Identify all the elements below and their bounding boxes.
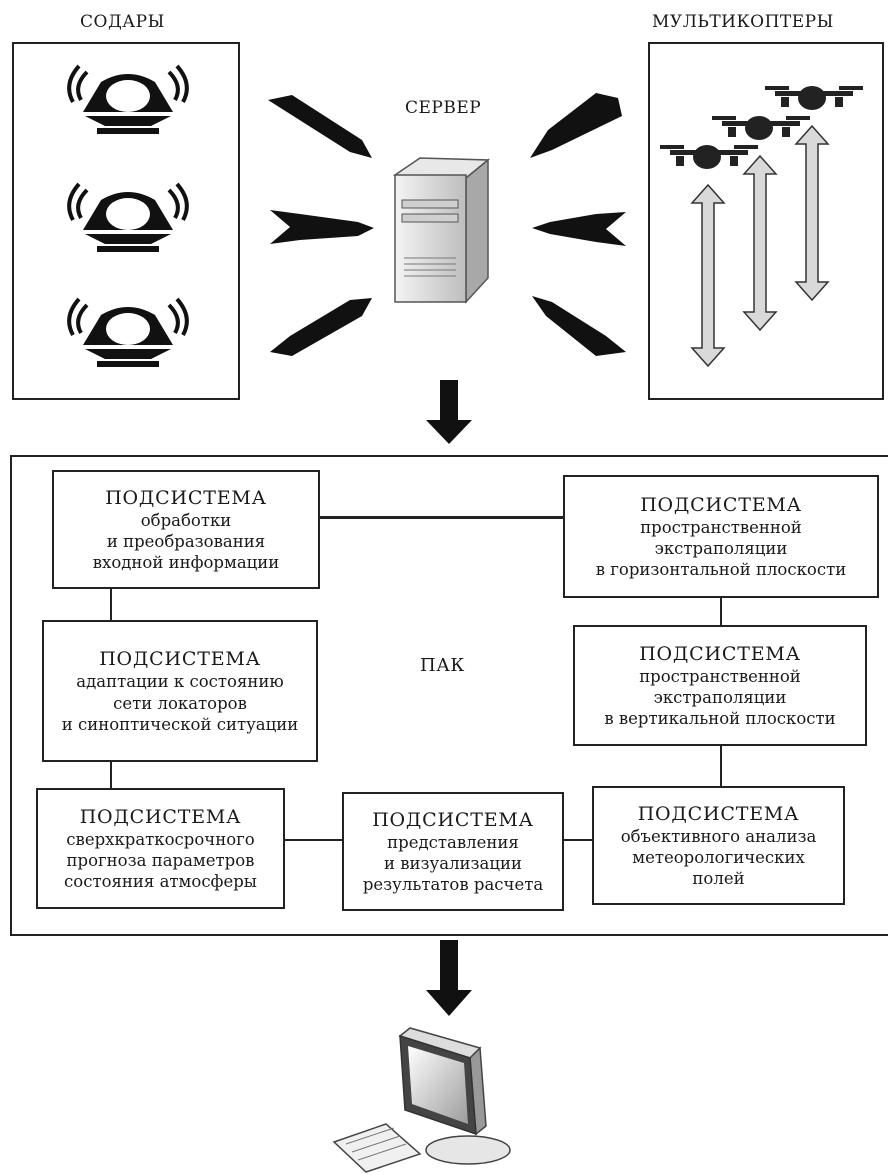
sodar-icon bbox=[67, 64, 189, 134]
subsystem-vertical-extrapolation: ПОДСИСТЕМА пространственной экстраполяци… bbox=[573, 625, 867, 746]
arrow-sodar-to-server bbox=[268, 95, 374, 356]
pak-container bbox=[10, 455, 888, 936]
sodars-label: СОДАРЫ bbox=[80, 12, 165, 32]
subsystem-objective-analysis: ПОДСИСТЕМА объективного анализа метеорол… bbox=[592, 786, 845, 905]
subsystem-visualization: ПОДСИСТЕМА представления и визуализации … bbox=[342, 792, 564, 911]
drone-icon bbox=[712, 116, 810, 140]
connector bbox=[563, 839, 593, 841]
sodar-icon bbox=[67, 297, 189, 367]
connector bbox=[720, 745, 722, 786]
arrow-down-to-computer bbox=[426, 940, 472, 1016]
connector bbox=[284, 839, 343, 841]
connector bbox=[110, 588, 112, 621]
computer-icon bbox=[332, 1027, 511, 1173]
connector bbox=[319, 516, 564, 519]
arrow-drones-to-server bbox=[530, 93, 626, 356]
drone-icon bbox=[660, 145, 758, 169]
subsystem-input-processing: ПОДСИСТЕМА обработки и преобразования вх… bbox=[52, 470, 320, 589]
subsystem-adaptation: ПОДСИСТЕМА адаптации к состоянию сети ло… bbox=[42, 620, 318, 762]
multicopters-label: МУЛЬТИКОПТЕРЫ bbox=[652, 12, 834, 32]
server-icon bbox=[392, 157, 491, 304]
connector bbox=[720, 597, 722, 626]
pak-label: ПАК bbox=[420, 655, 465, 676]
subsystem-nowcasting: ПОДСИСТЕМА сверхкраткосрочного прогноза … bbox=[36, 788, 285, 909]
arrow-down-to-pak bbox=[426, 380, 472, 444]
connector bbox=[110, 761, 112, 789]
server-label: СЕРВЕР bbox=[405, 98, 482, 118]
sodar-icon bbox=[67, 182, 189, 252]
subsystem-horizontal-extrapolation: ПОДСИСТЕМА пространственной экстраполяци… bbox=[563, 475, 879, 598]
altitude-arrows bbox=[690, 124, 830, 368]
drone-icon bbox=[765, 86, 863, 110]
